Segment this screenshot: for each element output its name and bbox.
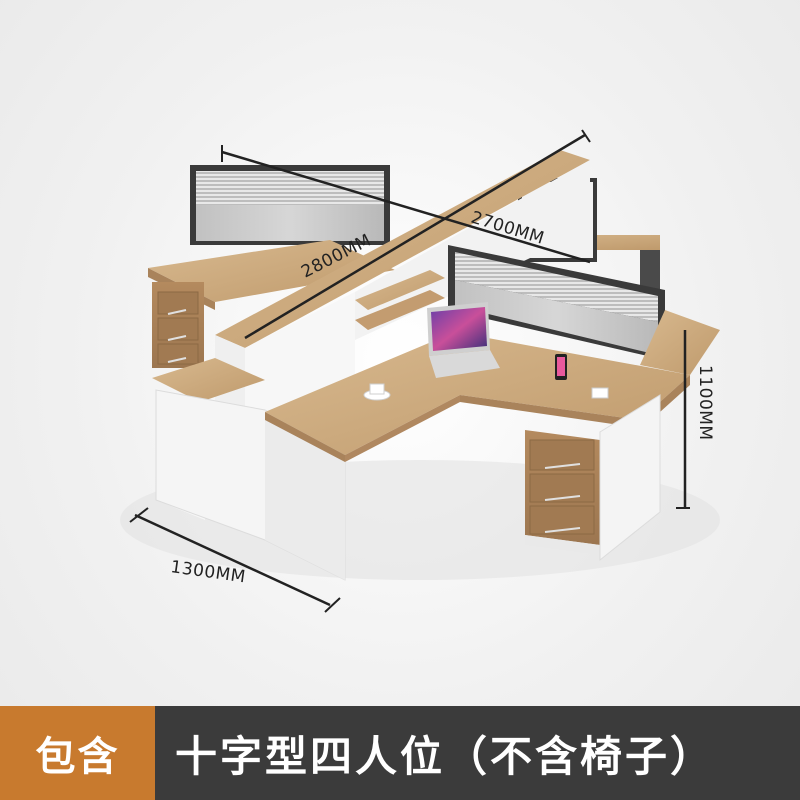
banner-description-text: 十字型四人位（不含椅子） [175,731,716,781]
back-partition [190,165,390,245]
left-desk [148,240,395,368]
banner-description: 十字型四人位（不含椅子） [155,706,800,800]
middle-shelf [355,270,445,330]
right-pedestal [525,430,600,555]
dimension-line-1100 [676,330,690,509]
laptop [427,302,500,378]
dimension-line-2800 [221,145,591,264]
banner-tag-text: 包含 [35,734,120,780]
desk-device [591,387,609,399]
phone [555,354,567,380]
coffee-cup [363,383,391,401]
dimension-line-1300 [129,507,341,613]
dimension-label-1100: 1100MM [695,365,715,441]
front-left-panel [155,389,346,581]
dimension-line-2700 [244,129,591,340]
workstation-illustration: 2800MM 2700MM 1100MM 1300MM [120,129,720,613]
banner-tag: 包含 [0,706,155,800]
right-partition [448,245,665,360]
product-banner: 包含 十字型四人位（不含椅子） [0,706,800,800]
right-end-panel [599,394,661,562]
front-right-desk [265,310,720,462]
